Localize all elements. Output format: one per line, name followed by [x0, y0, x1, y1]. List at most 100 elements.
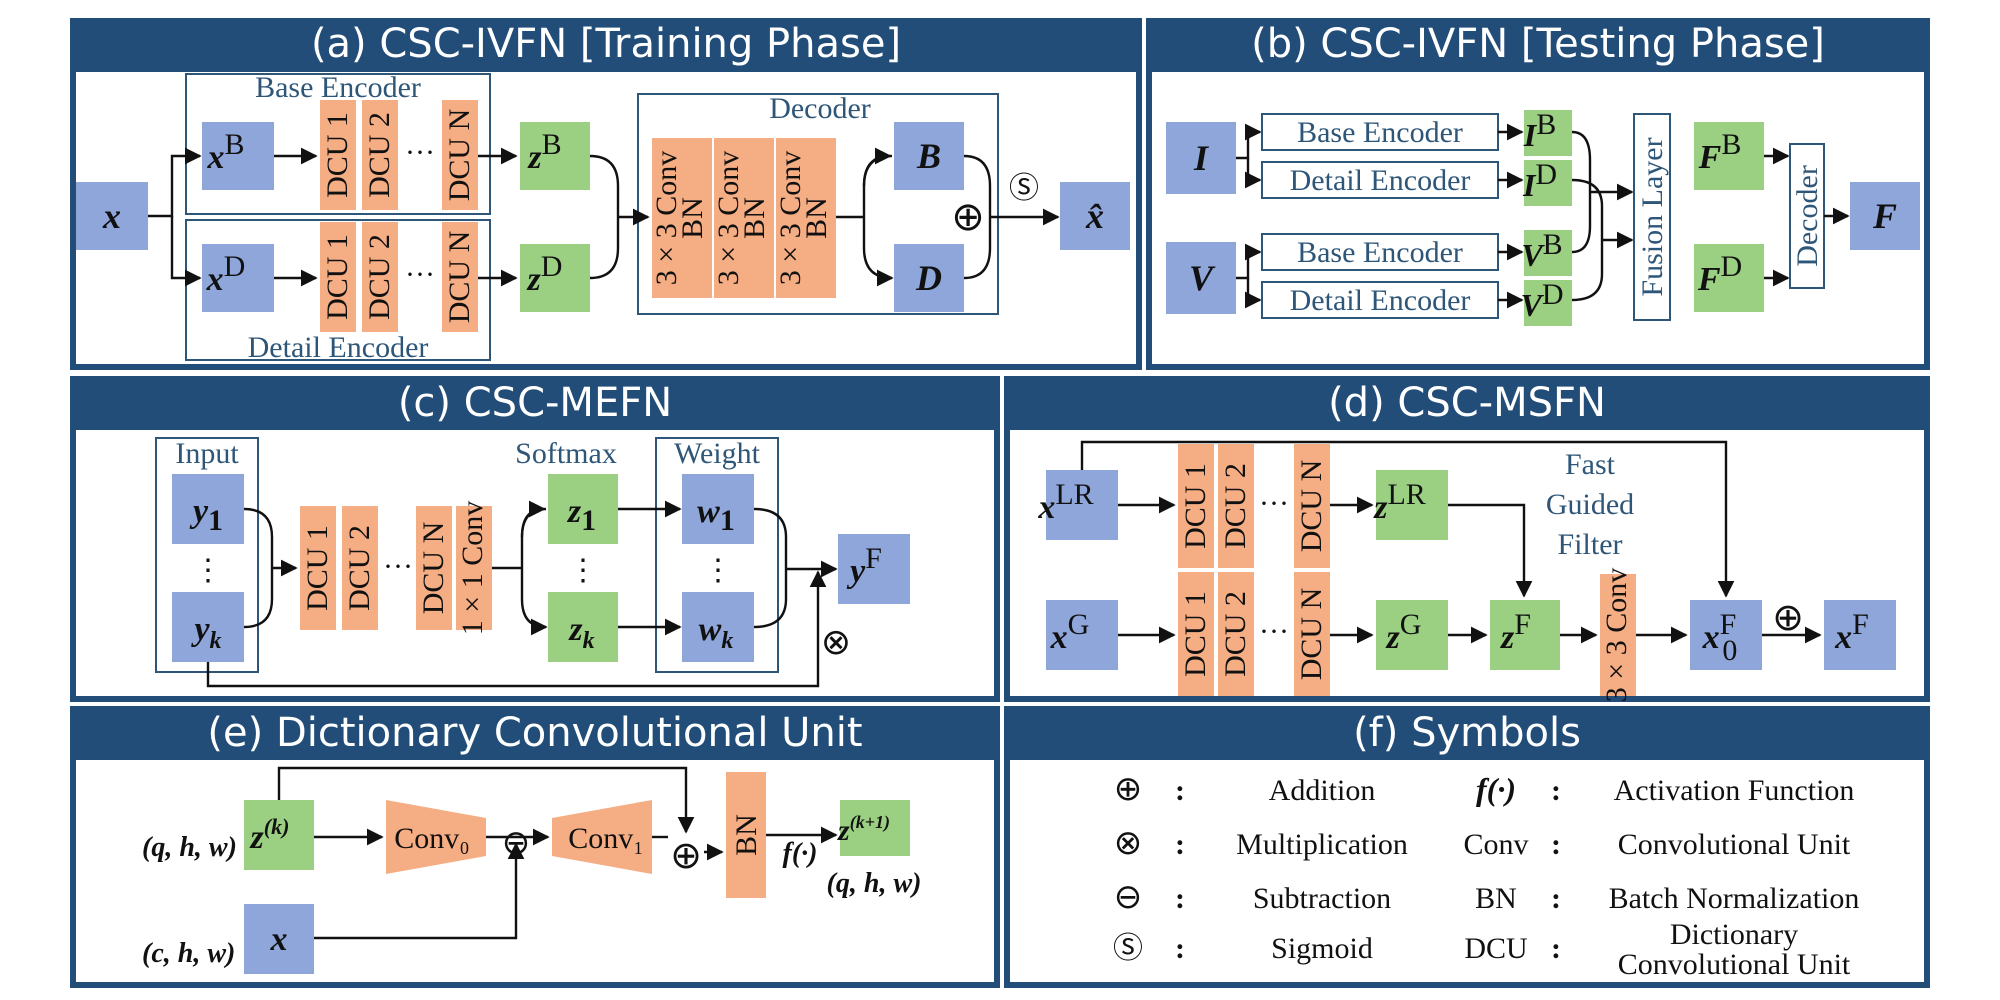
colon: :	[1551, 774, 1561, 807]
VB-label: VB	[1521, 228, 1562, 273]
x-e-box	[244, 904, 314, 974]
filter-label: Filter	[1558, 528, 1623, 561]
zG-box	[1376, 600, 1448, 670]
x-e-label: x	[270, 921, 288, 958]
c-dcu2	[342, 506, 378, 630]
xB-box	[202, 122, 274, 190]
addition-icon-d: ⊕	[1772, 595, 1804, 639]
b-base-enc-2-label: Base Encoder	[1297, 236, 1463, 269]
input-x-box	[76, 182, 148, 250]
panel-d-title: (d) CSC-MSFN	[1328, 380, 1606, 426]
colon: :	[1175, 828, 1185, 861]
qhw-right: (q, h, w)	[827, 868, 922, 899]
bn-label-3: BN	[800, 197, 833, 239]
vdots-z: ⋮	[568, 554, 598, 587]
abbrev-row-bn: BN : Batch Normalization	[1475, 882, 1859, 915]
IB-box	[1524, 110, 1572, 156]
y1-box	[172, 474, 244, 544]
dots-bot: ···	[405, 258, 435, 291]
bn-label-2: BN	[738, 197, 771, 239]
panel-e-title: (e) Dictionary Convolutional Unit	[207, 710, 862, 756]
abbrev-conv-key: Conv	[1463, 828, 1528, 861]
fast-label: Fast	[1565, 448, 1616, 481]
IB-label: IB	[1523, 108, 1556, 153]
abbrev-activation-key: f(·)	[1476, 771, 1516, 807]
w1-box	[682, 474, 754, 544]
z1-label: z1	[567, 493, 596, 537]
abbrev-row-conv: Conv : Convolutional Unit	[1463, 828, 1850, 861]
c-dcu1	[300, 506, 336, 630]
colon: :	[1175, 932, 1185, 965]
c-dcuN-label: DCU N	[417, 522, 450, 615]
panel-f-title: (f) Symbols	[1353, 710, 1581, 756]
d-dcu1-top	[1178, 444, 1214, 568]
detail-encoder-frame	[185, 219, 491, 361]
F-box	[1850, 182, 1920, 250]
abbrev-activation-text: Activation Function	[1614, 774, 1855, 807]
detail-encoder-label: Detail Encoder	[248, 331, 429, 364]
d-conv3	[1600, 574, 1636, 696]
colon: :	[1175, 882, 1185, 915]
conv3-label-1: 3 × 3 Conv	[650, 151, 683, 285]
b-detail-enc-2-label: Detail Encoder	[1290, 284, 1471, 317]
d-dots-top: ···	[1259, 487, 1289, 520]
xF0-box	[1690, 600, 1762, 670]
zB-label: zB	[527, 128, 561, 176]
legend-addition-icon: ⊕	[1114, 769, 1143, 809]
zk-box	[548, 592, 618, 662]
B-box	[894, 122, 964, 190]
zB-box	[520, 122, 590, 190]
xLR-box	[1046, 470, 1118, 540]
abbrev-row-activation: f(·) : Activation Function	[1476, 771, 1854, 807]
xF-box	[1824, 600, 1896, 670]
decoder-label: Decoder	[769, 92, 871, 125]
F-label: F	[1872, 196, 1897, 236]
xD-label: xD	[206, 250, 246, 298]
xLR-label: xLR	[1037, 478, 1093, 526]
dcuN-top	[442, 100, 478, 210]
abbrev-conv-text: Convolutional Unit	[1618, 828, 1851, 861]
qhw-left: (q, h, w)	[142, 832, 237, 863]
addition-icon-e: ⊕	[670, 833, 702, 877]
y1-label: y1	[189, 493, 223, 537]
ID-label: ID	[1522, 158, 1557, 203]
dcu2-bot	[362, 222, 398, 332]
f-dot-label: f(·)	[783, 838, 818, 869]
zD-label: zD	[527, 250, 563, 298]
FD-box	[1694, 244, 1764, 312]
yk-label: yk	[190, 611, 221, 654]
fusion-layer-label: Fusion Layer	[1636, 137, 1669, 296]
abbrev-dcu-key: DCU	[1464, 932, 1528, 965]
d-dots-bot: ···	[1259, 615, 1289, 648]
bn-label-1: BN	[676, 197, 709, 239]
zG-label: zG	[1386, 608, 1422, 656]
I-box	[1166, 122, 1236, 194]
conv-bn-1	[652, 138, 712, 298]
legend-sigmoid-icon: Ⓢ	[1113, 931, 1143, 966]
yF-label: yF	[846, 542, 882, 590]
d-dcuN-top-label: DCU N	[1295, 460, 1328, 553]
zk1-e-label: z(k+1)	[837, 812, 890, 847]
b-base-enc-1-label: Base Encoder	[1297, 116, 1463, 149]
addition-icon: ⊕	[951, 194, 985, 240]
panel-f: (f) Symbols ⊕ : Addition ⊗ : Multiplicat…	[1004, 706, 1930, 988]
zk-e-box	[244, 800, 314, 870]
base-encoder-label: Base Encoder	[255, 71, 421, 104]
legend-sigmoid-text: Sigmoid	[1271, 932, 1373, 965]
panel-c-title: (c) CSC-MEFN	[398, 380, 672, 426]
zF-label: zF	[1500, 608, 1531, 656]
d-dcu2-bot-label: DCU 2	[1219, 591, 1252, 677]
d-dcuN-bot-label: DCU N	[1295, 588, 1328, 681]
weight-label: Weight	[674, 437, 761, 470]
legend-multiplication-text: Multiplication	[1236, 828, 1408, 861]
xG-box	[1046, 600, 1118, 670]
c-dcuN	[416, 506, 452, 630]
zLR-label: zLR	[1373, 478, 1426, 526]
xhat-label: x̂	[1085, 196, 1104, 236]
c-conv1	[456, 506, 492, 630]
chw-label: (c, h, w)	[142, 938, 235, 969]
xG-label: xG	[1050, 608, 1090, 656]
d-dcu2-top-label: DCU 2	[1219, 463, 1252, 549]
c-dcu1-label: DCU 1	[301, 525, 334, 611]
b-decoder-label: Decoder	[1791, 165, 1824, 267]
